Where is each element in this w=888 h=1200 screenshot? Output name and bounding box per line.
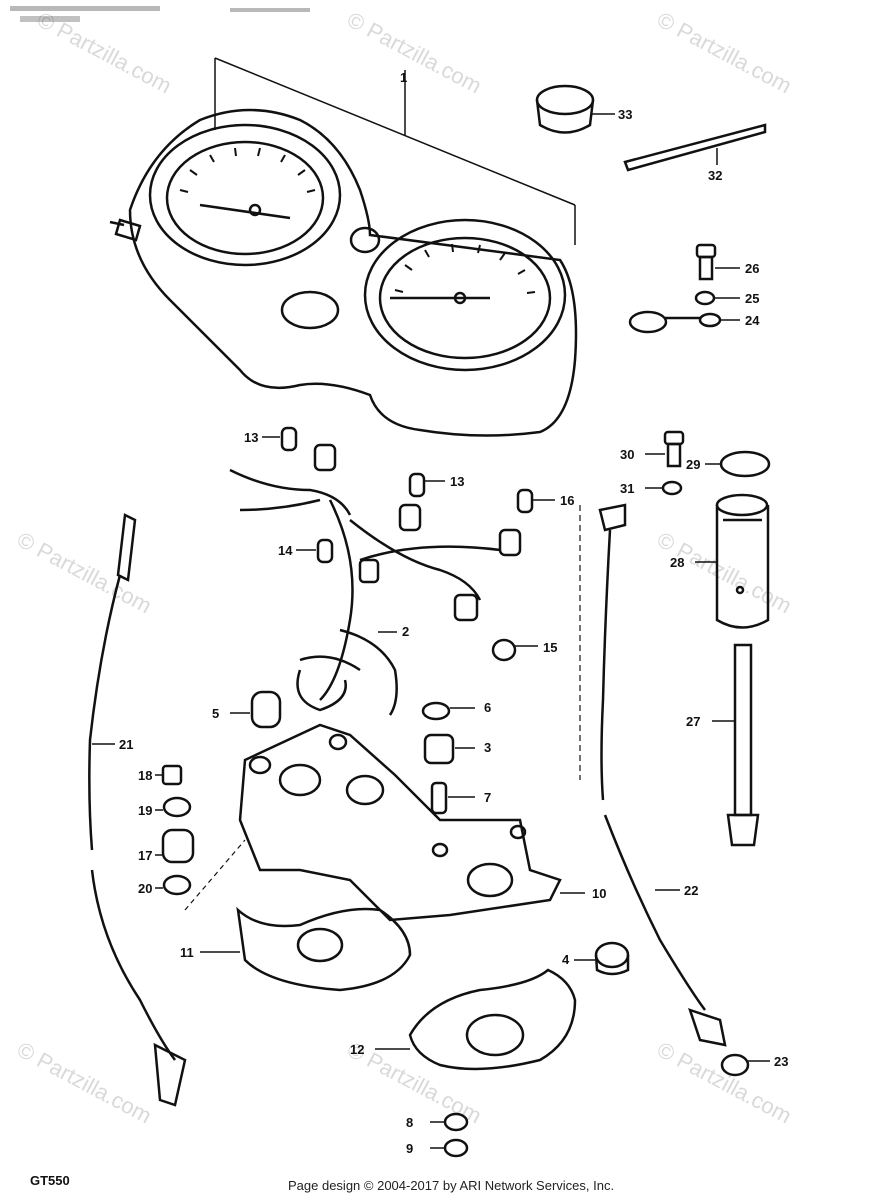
part-5-cushion [230, 690, 282, 729]
callout-3: 3 [484, 740, 492, 755]
callout-32: 32 [708, 168, 723, 183]
callout-33: 33 [618, 107, 633, 122]
part-19-washer [155, 796, 192, 818]
callout-12: 12 [350, 1042, 365, 1057]
part-33-cap [535, 84, 615, 134]
callout-16: 16 [560, 493, 575, 508]
callout-30: 30 [620, 447, 635, 462]
callout-23: 23 [774, 1054, 789, 1069]
callout-5: 5 [212, 706, 220, 721]
part-30-screw [645, 430, 685, 468]
part-22-cable [579, 503, 727, 1047]
callout-2: 2 [402, 624, 410, 639]
part-8-washer [430, 1112, 469, 1132]
callout-8: 8 [406, 1115, 414, 1130]
part-21-cable [88, 513, 187, 1107]
part-20-washer [155, 874, 192, 896]
callout-21: 21 [119, 737, 134, 752]
part-17-cushion [155, 828, 195, 864]
callout-17: 17 [138, 848, 153, 863]
callout-29: 29 [686, 457, 701, 472]
part-11-plate [184, 839, 412, 992]
part-23-nut [720, 1053, 770, 1077]
callout-22: 22 [684, 883, 699, 898]
part-25-washer [694, 290, 740, 306]
scan-noise [10, 6, 310, 22]
callout-20: 20 [138, 881, 153, 896]
part-24-seal [628, 310, 740, 334]
callout-14: 14 [278, 543, 293, 558]
part-7-spacer [430, 781, 475, 815]
part-4-cap [574, 941, 630, 976]
meter-assembly [109, 57, 578, 437]
callout-9: 9 [406, 1141, 414, 1156]
part-13-bulb-b [408, 472, 445, 498]
part-2-wire-harness [229, 443, 522, 716]
part-16-bulb [516, 488, 555, 514]
callout-11: 11 [180, 945, 194, 960]
callout-1: 1 [400, 70, 408, 85]
part-6-washer [421, 701, 475, 721]
callout-27: 27 [686, 714, 701, 729]
callout-28: 28 [670, 555, 685, 570]
callout-31: 31 [620, 481, 635, 496]
part-15-grommet [491, 638, 538, 662]
callout-4: 4 [562, 952, 570, 967]
callout-13: 13 [244, 430, 259, 445]
callout-7: 7 [484, 790, 492, 805]
part-14-bulb [296, 538, 334, 564]
part-13-bulb [262, 426, 298, 452]
callout-10: 10 [592, 886, 607, 901]
part-18-nut [155, 764, 183, 786]
callout-13-b: 13 [450, 474, 465, 489]
callout-6: 6 [484, 700, 492, 715]
part-9-nut [430, 1138, 469, 1158]
part-3-nut [423, 733, 475, 765]
part-28-gearbox [695, 493, 770, 629]
callout-24: 24 [745, 313, 760, 328]
callout-15: 15 [543, 640, 558, 655]
part-32-strap [623, 123, 767, 172]
part-31-washer [645, 480, 683, 496]
part-10-bracket [238, 723, 585, 922]
callout-25: 25 [745, 291, 760, 306]
part-27-gear-shaft [712, 643, 760, 847]
callout-26: 26 [745, 261, 760, 276]
part-26-screw [695, 243, 740, 281]
part-12-plate [375, 968, 577, 1071]
copyright-text: Page design © 2004-2017 by ARI Network S… [288, 1178, 615, 1193]
model-label: GT550 [30, 1173, 70, 1188]
part-29-oring [705, 450, 771, 478]
callout-19: 19 [138, 803, 153, 818]
callout-18: 18 [138, 768, 153, 783]
